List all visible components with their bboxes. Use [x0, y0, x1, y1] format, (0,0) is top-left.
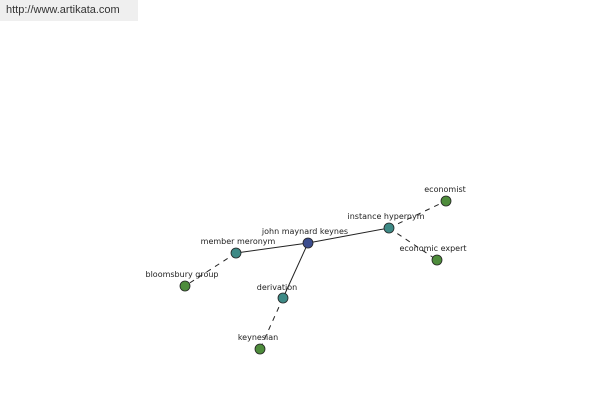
graph-edges: [184, 200, 447, 350]
node-label-derivation[interactable]: derivation: [257, 283, 297, 292]
node-label-member-meronym[interactable]: member meronym: [201, 237, 276, 246]
node-instance-hypernym[interactable]: [383, 222, 395, 234]
node-label-economist[interactable]: economist: [424, 185, 466, 194]
node-john-maynard-keynes[interactable]: [302, 237, 314, 249]
node-label-keynesian[interactable]: keynesian: [238, 333, 278, 342]
node-economic-expert[interactable]: [431, 254, 443, 266]
edge-john-maynard-keynes-to-member-meronym: [235, 242, 309, 254]
node-label-economic-expert[interactable]: economic expert: [399, 244, 466, 253]
edge-instance-hypernym-to-economist: [388, 200, 447, 229]
edge-member-meronym-to-bloomsbury-group: [184, 252, 237, 287]
node-label-bloomsbury-group[interactable]: bloomsbury group: [146, 270, 219, 279]
node-label-john-maynard-keynes[interactable]: john maynard keynes: [261, 227, 348, 236]
node-label-instance-hypernym[interactable]: instance hypernym: [348, 212, 425, 221]
node-member-meronym[interactable]: [230, 247, 242, 259]
node-derivation[interactable]: [277, 292, 289, 304]
node-keynesian[interactable]: [254, 343, 266, 355]
node-bloomsbury-group[interactable]: [179, 280, 191, 292]
edge-john-maynard-keynes-to-derivation: [282, 242, 309, 299]
edge-john-maynard-keynes-to-instance-hypernym: [307, 227, 390, 244]
url-banner[interactable]: http://www.artikata.com: [0, 0, 138, 21]
node-economist[interactable]: [440, 195, 452, 207]
graph-nodes: [179, 195, 452, 355]
